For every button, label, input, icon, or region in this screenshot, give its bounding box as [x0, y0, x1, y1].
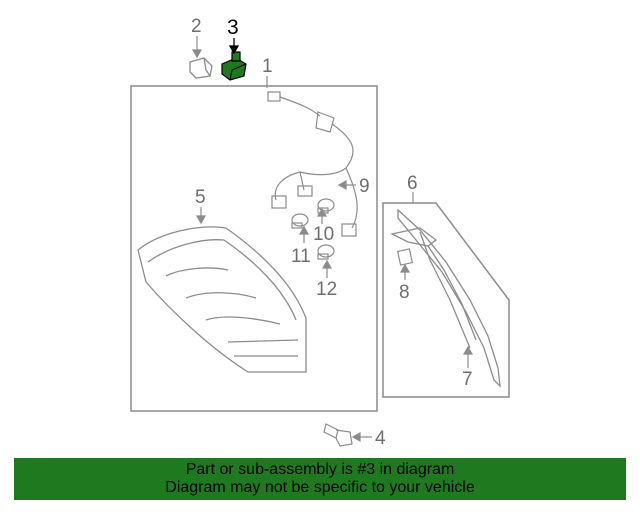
callout-7: 7 — [462, 369, 473, 390]
wiring-harness — [267, 91, 358, 237]
part-8-clip[interactable] — [396, 248, 414, 266]
callout-5: 5 — [195, 187, 206, 208]
callout-12: 12 — [316, 279, 337, 300]
callout-10: 10 — [313, 224, 334, 245]
part-4-screw[interactable] — [323, 423, 353, 447]
callout-1: 1 — [262, 56, 273, 77]
garnish-box — [382, 202, 510, 398]
part-2-socket[interactable] — [189, 57, 213, 79]
bulb-11[interactable] — [291, 213, 309, 229]
callout-11: 11 — [291, 246, 311, 267]
tail-lamp-assembly-box — [130, 85, 378, 412]
tail-lamp-lens[interactable] — [137, 226, 307, 373]
callout-4: 4 — [375, 428, 386, 449]
banner-line-1: Part or sub-assembly is #3 in diagram — [185, 461, 455, 478]
callout-8: 8 — [399, 282, 410, 303]
info-banner: Part or sub-assembly is #3 in diagram Di… — [14, 458, 626, 500]
callout-6: 6 — [407, 173, 418, 194]
callout-2: 2 — [191, 16, 202, 37]
garnish-panel[interactable] — [390, 208, 501, 388]
leader-lines — [191, 36, 474, 443]
leader-line-3 — [228, 38, 240, 55]
bulb-12[interactable] — [317, 244, 335, 260]
part-3-bolt-highlighted[interactable] — [221, 51, 247, 81]
callout-3: 3 — [227, 16, 239, 39]
banner-line-2: Diagram may not be specific to your vehi… — [165, 479, 475, 496]
callout-9: 9 — [359, 176, 370, 197]
